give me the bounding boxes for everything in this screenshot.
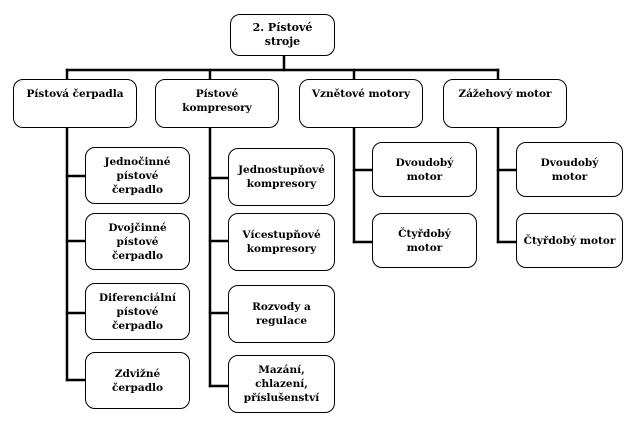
branch-node-vznetove-motory: Vznětové motory: [299, 79, 423, 128]
root-node: 2. Pístové stroje: [230, 14, 335, 56]
leaf-node: Čtyřdobý motor: [516, 213, 623, 268]
leaf-node: Diferenciální pístové čerpadlo: [85, 283, 190, 340]
leaf-node: Jednostupňové kompresory: [228, 148, 335, 206]
leaf-node: Dvojčinné pístové čerpadlo: [85, 213, 190, 270]
leaf-node: Čtyřdobý motor: [372, 213, 477, 268]
leaf-node: Rozvody a regulace: [228, 285, 335, 343]
leaf-node: Jednočinné pístové čerpadlo: [85, 147, 190, 204]
leaf-node: Mazání, chlazení, příslušenství: [228, 355, 335, 413]
leaf-node: Dvoudobý motor: [516, 142, 623, 197]
leaf-node: Zdvižné čerpadlo: [85, 352, 190, 409]
branch-node-pistova-cerpadla: Pístová čerpadla: [13, 79, 137, 128]
branch-node-pistove-kompresory: Pístové kompresory: [155, 79, 279, 128]
branch-node-zazehovy-motor: Zážehový motor: [443, 79, 567, 128]
leaf-node: Vícestupňové kompresory: [228, 213, 335, 271]
leaf-node: Dvoudobý motor: [372, 142, 477, 197]
